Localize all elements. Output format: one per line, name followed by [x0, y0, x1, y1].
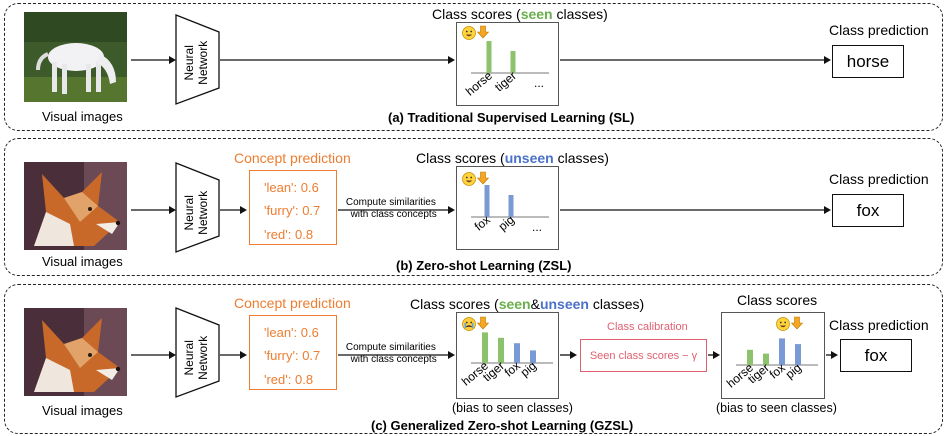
bar-horse — [486, 41, 492, 73]
smiley-emoji — [462, 26, 476, 40]
bar-tiger — [763, 353, 769, 365]
image-label: Visual images — [42, 403, 123, 418]
bar-horse — [747, 349, 753, 365]
bar-tiger — [498, 337, 504, 363]
down-arrow-icon — [476, 316, 490, 330]
calibrated-note: (bias to seen classes) — [716, 401, 837, 415]
concept-value: 'lean': 0.6 — [264, 325, 319, 340]
bar-pig — [795, 344, 801, 365]
bar-horse — [482, 332, 488, 363]
crying-emoji — [462, 317, 476, 331]
scores-title-c: Class scores (seen&unseen classes) — [410, 296, 645, 312]
pred-title-b: Class prediction — [829, 171, 929, 187]
bar-fox — [484, 185, 490, 217]
tick-label: pig — [496, 213, 517, 234]
down-arrow-icon — [476, 25, 490, 39]
tick-label: fox — [472, 213, 493, 234]
down-arrow-icon — [790, 316, 804, 330]
horse-photo — [24, 12, 127, 102]
caption-b: (b) Zero-shot Learning (ZSL) — [396, 258, 572, 273]
concept-title: Concept prediction — [234, 150, 351, 166]
similarity-label: Compute similarities with class concepts — [345, 342, 437, 365]
pred-box-c: fox — [840, 339, 912, 372]
bar-fox — [779, 338, 785, 365]
concept-value: 'lean': 0.6 — [264, 180, 319, 195]
caption-c: (c) Generalized Zero-shot Learning (GZSL… — [371, 418, 634, 433]
bias-note: (bias to seen classes) — [452, 401, 573, 415]
tick-label: ... — [534, 76, 544, 90]
bar-pig — [508, 195, 514, 217]
concept-box: 'lean': 0.6 'furry': 0.7 'red': 0.8 — [249, 315, 337, 390]
concept-box: 'lean': 0.6 'furry': 0.7 'red': 0.8 — [249, 170, 337, 245]
pred-title-a: Class prediction — [829, 22, 929, 38]
smiley-emoji — [776, 317, 790, 331]
neural-network-trapezoid — [175, 14, 220, 105]
calibration-box: Seen class scores − γ — [580, 339, 707, 372]
bar-tiger — [510, 51, 516, 73]
pred-title-c: Class prediction — [829, 317, 929, 333]
panel-sl — [4, 3, 943, 131]
calibration-title: Class calibration — [607, 321, 688, 333]
panel-gzsl — [4, 284, 943, 434]
scores-title-a: Class scores (seen classes) — [432, 6, 608, 22]
bar-pig — [530, 350, 536, 363]
calibrated-title: Class scores — [737, 292, 818, 308]
tick-label: ... — [532, 220, 542, 234]
concept-value: 'furry': 0.7 — [264, 348, 321, 363]
fox-photo — [24, 162, 127, 250]
pred-box-a: horse — [832, 45, 904, 78]
smiley-emoji — [462, 172, 476, 186]
similarity-label: Compute similarities with class concepts — [345, 197, 437, 220]
panel-zsl — [4, 138, 943, 276]
pred-box-b: fox — [832, 194, 904, 227]
bar-fox — [514, 343, 520, 363]
image-label: Visual images — [42, 109, 123, 124]
concept-value: 'furry': 0.7 — [264, 203, 321, 218]
scores-title-b: Class scores (unseen classes) — [416, 150, 609, 166]
fox-photo — [24, 308, 127, 396]
image-label: Visual images — [42, 254, 123, 269]
concept-value: 'red': 0.8 — [264, 227, 314, 242]
concept-value: 'red': 0.8 — [264, 372, 314, 387]
caption-a: (a) Traditional Supervised Learning (SL) — [388, 110, 635, 125]
concept-title: Concept prediction — [234, 295, 351, 311]
down-arrow-icon — [476, 171, 490, 185]
